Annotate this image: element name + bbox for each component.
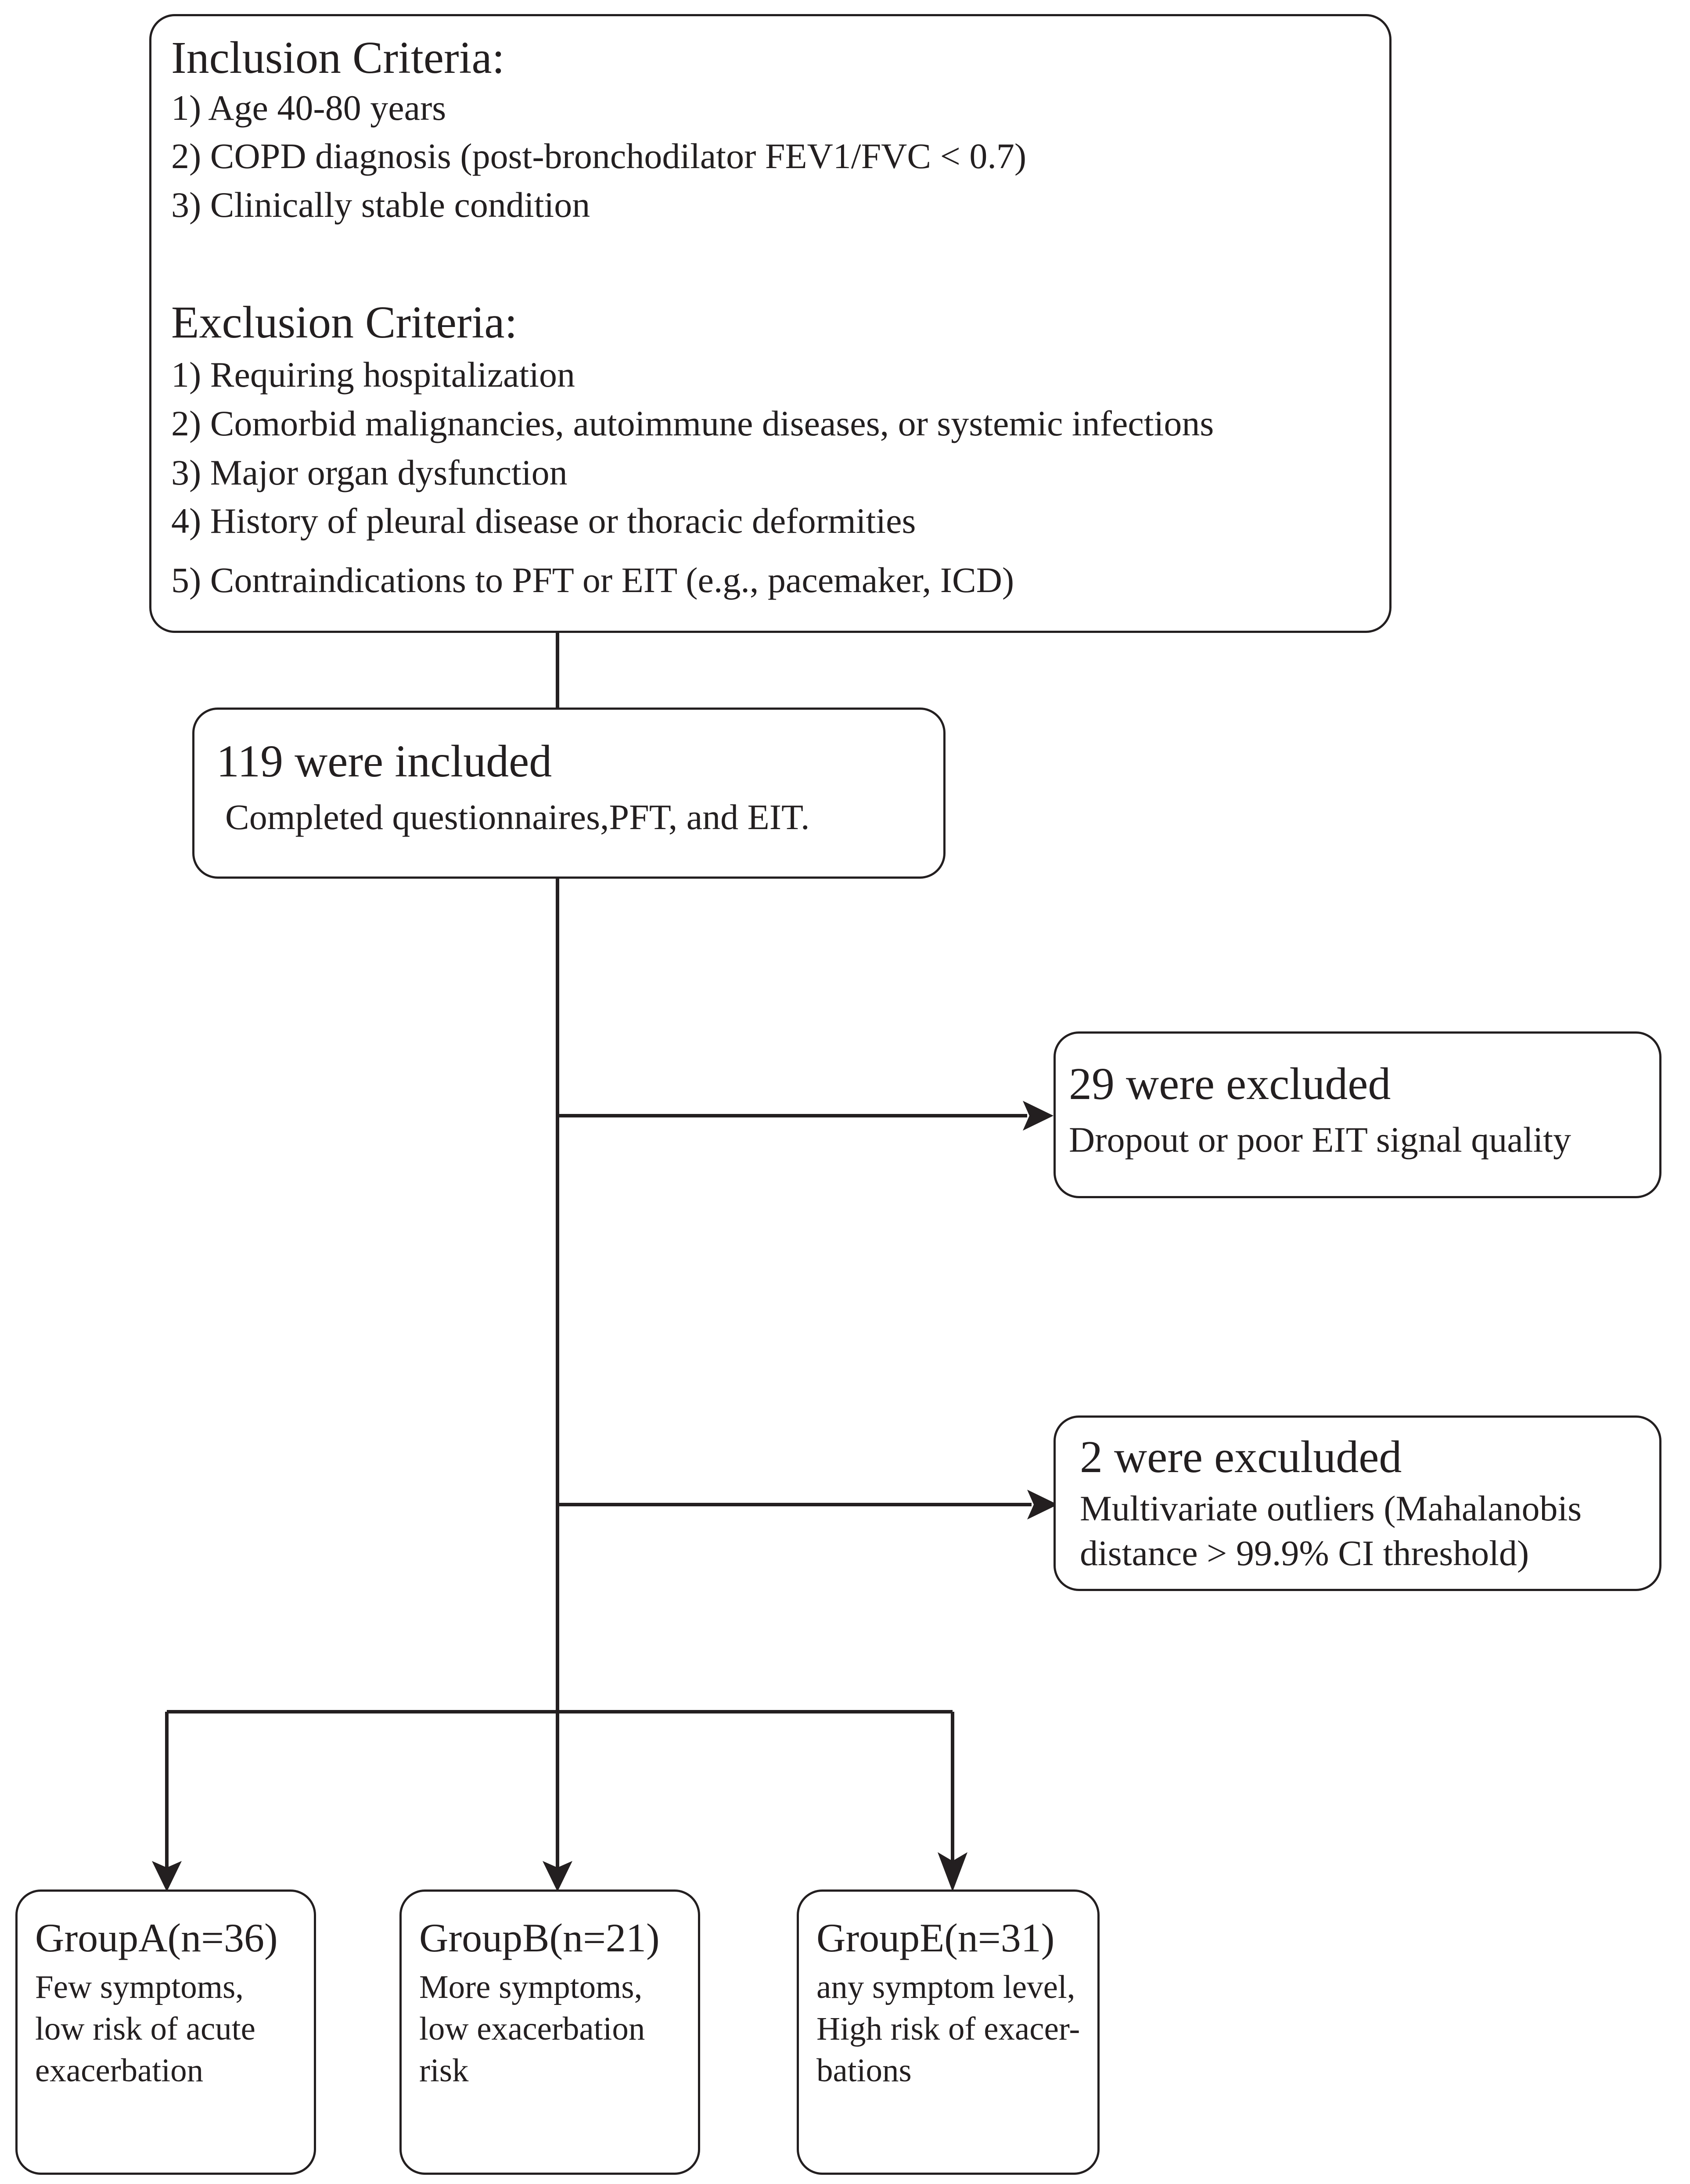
arrowhead-group-b xyxy=(543,1861,572,1892)
arrowhead-group-a xyxy=(152,1861,182,1892)
included-box: 119 were included Completed questionnair… xyxy=(192,708,946,879)
excluded-1-title: 29 were excluded xyxy=(1069,1059,1391,1109)
arrowhead-group-e xyxy=(938,1852,967,1892)
group-e-box: GroupE(n=31) any symptom level, High ris… xyxy=(797,1889,1100,2175)
excluded-2-title: 2 were exculuded xyxy=(1080,1432,1402,1482)
inclusion-item: 2) COPD diagnosis (post-bronchodilator F… xyxy=(171,136,1027,176)
inclusion-heading: Inclusion Criteria: xyxy=(171,32,505,83)
exclusion-item: 3) Major organ dysfunction xyxy=(171,453,568,492)
excluded-box-1: 29 were excluded Dropout or poor EIT sig… xyxy=(1054,1031,1661,1198)
group-b-line: low exacerbation xyxy=(419,2011,645,2047)
excluded-1-detail: Dropout or poor EIT signal quality xyxy=(1069,1120,1571,1160)
group-b-title: GroupB(n=21) xyxy=(419,1915,660,1960)
group-a-line: exacerbation xyxy=(35,2052,204,2089)
group-a-title: GroupA(n=36) xyxy=(35,1915,278,1960)
arrowhead-excluded-2 xyxy=(1027,1490,1058,1519)
group-a-box: GroupA(n=36) Few symptoms, low risk of a… xyxy=(15,1889,316,2175)
arrowhead-excluded-1 xyxy=(1023,1101,1054,1131)
inclusion-item: 3) Clinically stable condition xyxy=(171,185,590,225)
included-title: 119 were included xyxy=(216,736,552,787)
criteria-box: Inclusion Criteria: 1) Age 40-80 years 2… xyxy=(149,14,1392,633)
group-e-title: GroupE(n=31) xyxy=(816,1915,1055,1960)
group-b-box: GroupB(n=21) More symptoms, low exacerba… xyxy=(399,1889,700,2175)
exclusion-item: 5) Contraindications to PFT or EIT (e.g.… xyxy=(171,560,1014,600)
group-b-line: risk xyxy=(419,2052,469,2089)
exclusion-item: 1) Requiring hospitalization xyxy=(171,355,575,395)
exclusion-item: 4) History of pleural disease or thoraci… xyxy=(171,501,916,541)
group-e-line: any symptom level, xyxy=(816,1969,1075,2005)
inclusion-item: 1) Age 40-80 years xyxy=(171,88,446,128)
group-a-line: Few symptoms, xyxy=(35,1969,244,2005)
group-b-line: More symptoms, xyxy=(419,1969,643,2005)
group-a-line: low risk of acute xyxy=(35,2011,255,2047)
exclusion-item: 2) Comorbid malignancies, autoimmune dis… xyxy=(171,403,1214,443)
excluded-2-detail-line: distance > 99.9% CI threshold) xyxy=(1080,1533,1529,1573)
excluded-2-detail-line: Multivariate outliers (Mahalanobis xyxy=(1080,1488,1582,1528)
exclusion-heading: Exclusion Criteria: xyxy=(171,297,518,348)
included-detail: Completed questionnaires,PFT, and EIT. xyxy=(225,797,810,837)
group-e-line: High risk of exacer- xyxy=(816,2011,1080,2047)
group-e-line: bations xyxy=(816,2052,912,2089)
excluded-box-2: 2 were exculuded Multivariate outliers (… xyxy=(1054,1415,1661,1591)
